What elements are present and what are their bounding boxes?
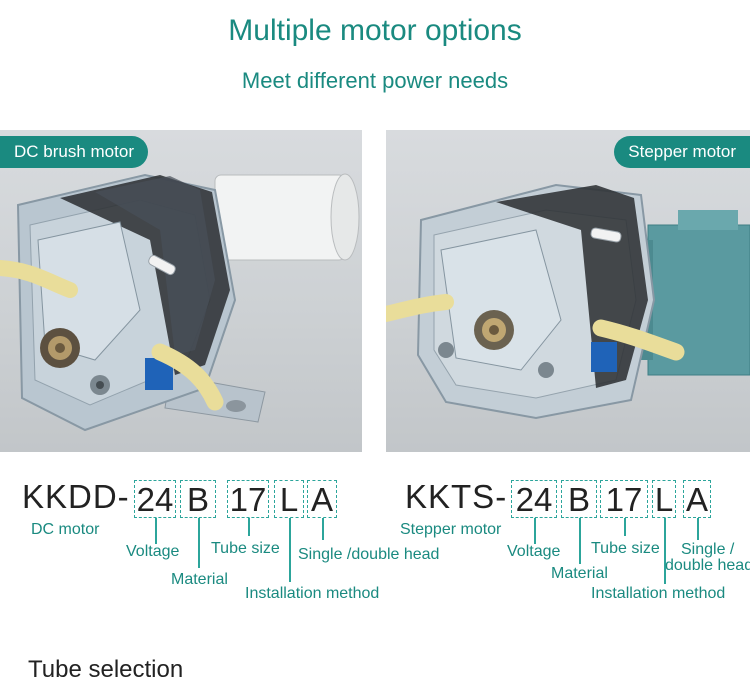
right-code-voltage: 24	[511, 480, 557, 518]
right-voltage-line	[534, 518, 536, 544]
left-voltage-line	[155, 518, 157, 544]
stepper-motor-badge: Stepper motor	[614, 136, 750, 168]
left-voltage-label: Voltage	[126, 543, 180, 560]
left-head-label: Single /double head	[298, 546, 440, 563]
right-code-installation: L	[652, 480, 676, 518]
right-material-label: Material	[551, 565, 608, 582]
right-tube-size-line	[624, 518, 626, 536]
left-code-installation: L	[274, 480, 304, 518]
page-subtitle: Meet different power needs	[241, 68, 509, 93]
left-installation-line	[289, 518, 291, 582]
right-installation-label: Installation method	[591, 585, 726, 602]
right-tube-size-label: Tube size	[591, 540, 660, 557]
left-code-head: A	[307, 480, 337, 518]
left-head-line	[322, 518, 324, 540]
right-code-tube-size: 17	[600, 480, 648, 518]
right-installation-line	[664, 518, 666, 584]
right-head-label-line1: Single /	[681, 541, 735, 558]
tube-selection-heading: Tube selection	[28, 656, 184, 683]
right-code-head: A	[683, 480, 711, 518]
dc-motor-pump-image	[0, 130, 362, 452]
page-title: Multiple motor options	[228, 14, 522, 47]
left-installation-label: Installation method	[245, 585, 380, 602]
left-tube-size-line	[248, 518, 250, 536]
left-material-label: Material	[171, 571, 228, 588]
left-code-tube-size: 17	[227, 480, 269, 518]
right-voltage-label: Voltage	[507, 543, 561, 560]
right-material-line	[579, 518, 581, 564]
right-head-label-line2: double head	[665, 557, 750, 574]
stepper-motor-pump-image	[386, 130, 750, 452]
right-prefix-label: Stepper motor	[400, 521, 502, 538]
right-code-material: B	[561, 480, 597, 518]
left-code-material: B	[180, 480, 216, 518]
left-code-voltage: 24	[134, 480, 176, 518]
right-head-line	[697, 518, 699, 540]
dc-brush-motor-badge: DC brush motor	[0, 136, 148, 168]
right-code-prefix: KKTS-	[405, 478, 508, 515]
left-tube-size-label: Tube size	[211, 540, 280, 557]
left-prefix-label: DC motor	[31, 521, 100, 538]
left-code-prefix: KKDD-	[22, 478, 130, 515]
left-material-line	[198, 518, 200, 568]
